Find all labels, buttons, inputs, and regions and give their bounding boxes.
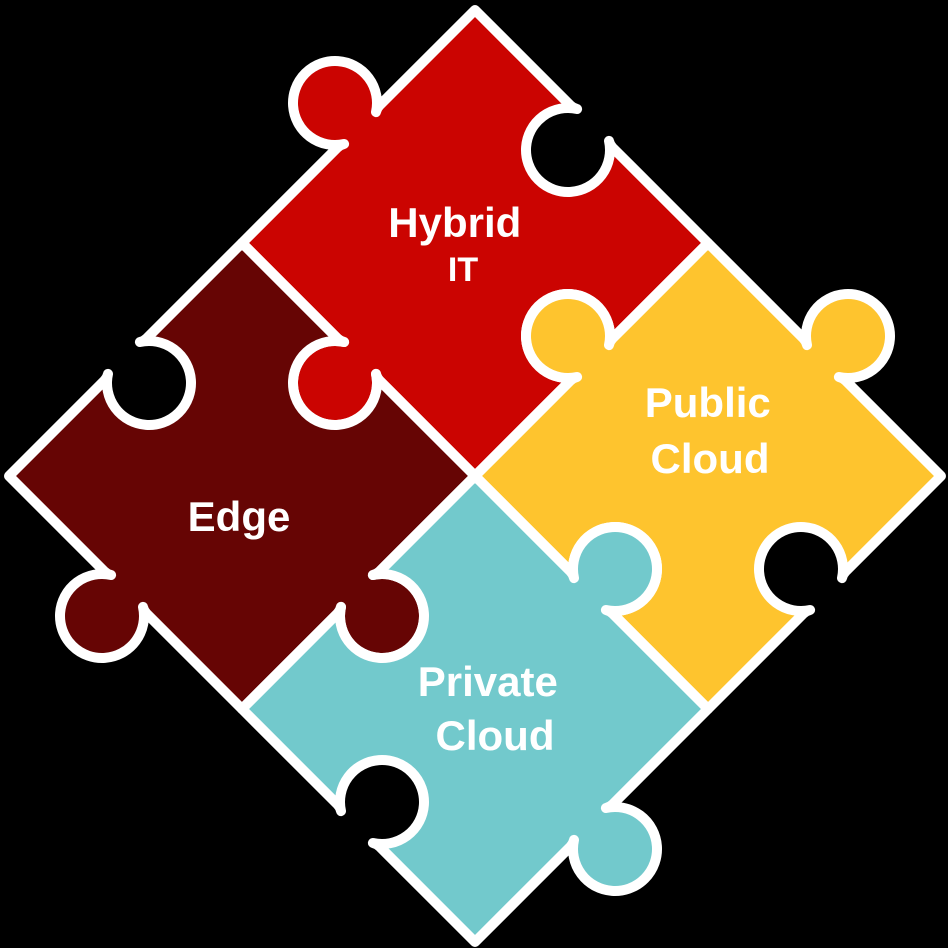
label-line: Edge: [188, 493, 291, 540]
puzzle-piece-private-cloud: [237, 471, 713, 947]
label-public-cloud: Public Cloud: [645, 379, 775, 482]
label-line: IT: [448, 251, 478, 289]
label-line: Cloud: [651, 435, 770, 482]
label-line: Cloud: [436, 712, 555, 759]
label-line: Hybrid: [388, 199, 521, 246]
labels: Hybrid IT Public Cloud Edge Private Clou…: [188, 199, 775, 759]
label-edge: Edge: [188, 493, 291, 540]
label-private-cloud: Private Cloud: [418, 658, 563, 759]
label-line: Private: [418, 658, 558, 705]
label-line: Public: [645, 379, 771, 426]
label-hybrid-it: Hybrid IT: [388, 199, 525, 289]
